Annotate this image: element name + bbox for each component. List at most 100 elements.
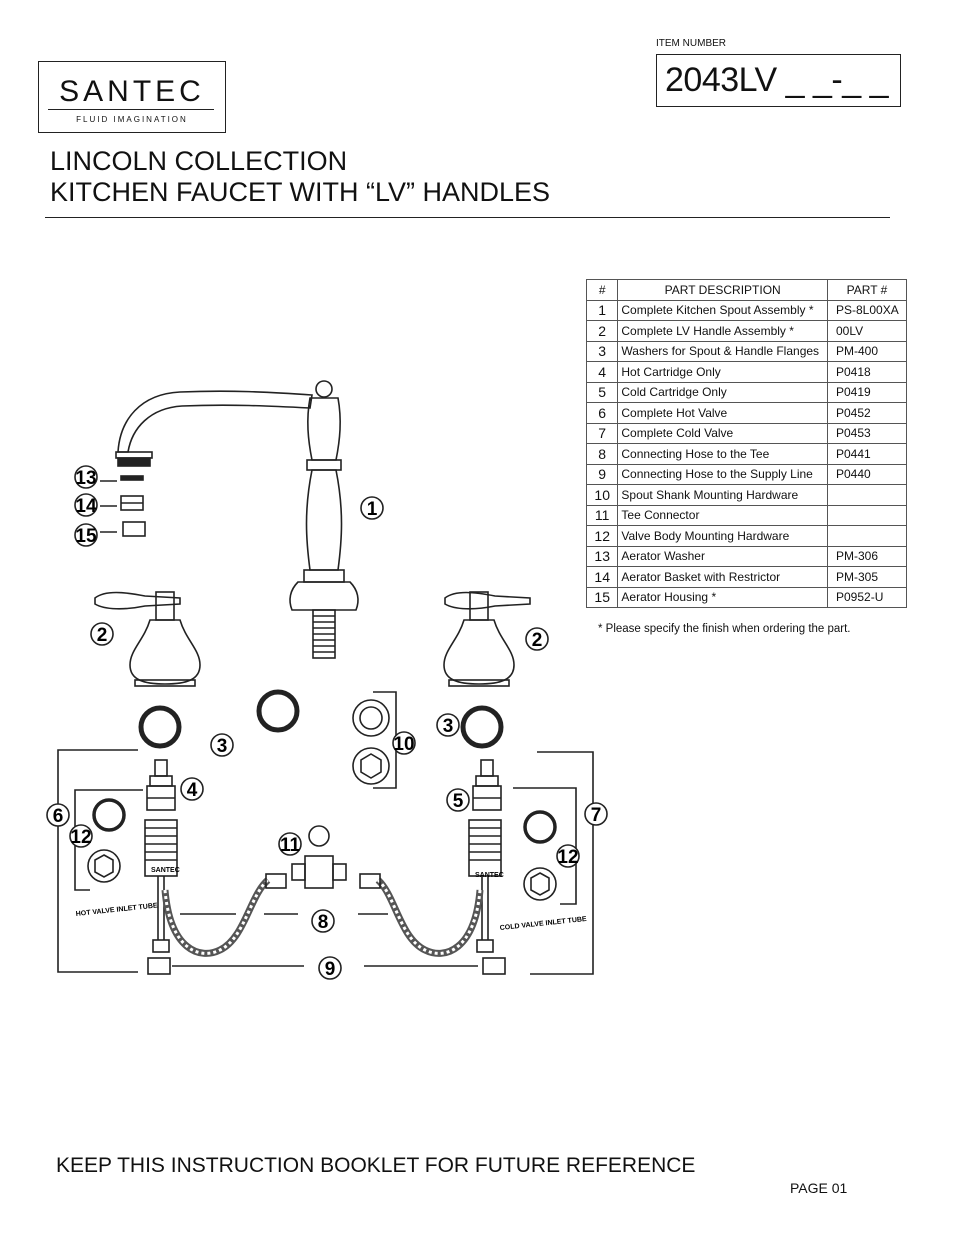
spout-column (307, 397, 341, 461)
aerator-washer-part (120, 475, 144, 481)
item-number-box: 2043LV _ _-_ _ (656, 54, 901, 107)
callout-13: 13 (74, 465, 98, 489)
bracket-cold-valve (530, 751, 594, 975)
callout-2: 2 (90, 622, 114, 646)
part-description: Aerator Basket with Restrictor (617, 566, 828, 588)
callout-10: 10 (392, 731, 416, 755)
callout-label: 8 (318, 912, 329, 933)
cold-hose (375, 877, 484, 957)
part-code: 00LV (827, 320, 907, 342)
callout-label: 5 (453, 791, 464, 812)
aerator-ring (115, 451, 153, 459)
item-number-value: 2043LV _ _-_ _ (665, 61, 889, 99)
part-number-index: 4 (585, 361, 619, 383)
callout-label: 4 (187, 780, 198, 801)
callout-9: 9 (318, 956, 342, 980)
callout-circle (210, 733, 234, 757)
part-description: Hot Cartridge Only (617, 361, 828, 383)
part-code: PM-400 (827, 340, 907, 362)
callout-label: 9 (325, 959, 336, 980)
hot-tube-label: HOT VALVE INLET TUBE (75, 902, 158, 918)
callout-label: 2 (97, 625, 108, 646)
logo-divider (48, 109, 214, 110)
part-code: P0441 (827, 443, 907, 465)
part-number-index: 14 (585, 566, 619, 588)
product-title: KITCHEN FAUCET WITH “LV” HANDLES (50, 177, 551, 207)
logo-wordmark: SANTEC (59, 75, 205, 108)
part-description: Complete LV Handle Assembly * (617, 320, 828, 342)
part-description: Spout Shank Mounting Hardware (617, 484, 828, 506)
bracket-hot-valve (57, 749, 138, 973)
hot-valve-nut (87, 849, 121, 883)
washer-left (138, 705, 182, 749)
item-number-label: ITEM NUMBER (656, 38, 726, 49)
washer-right (460, 705, 504, 749)
callout-label: 13 (75, 468, 96, 489)
callout-circle (311, 909, 335, 933)
callout-circle (180, 777, 204, 801)
part-description: Aerator Housing * (617, 586, 828, 608)
cold-valve-stamp: SANTEC (475, 872, 504, 879)
callout-label: 12 (557, 847, 578, 868)
part-code: P0952-U (827, 586, 907, 608)
callout-label: 2 (532, 630, 543, 651)
title-divider (45, 217, 890, 218)
footer-note: KEEP THIS INSTRUCTION BOOKLET FOR FUTURE… (56, 1154, 696, 1177)
callout-circle (69, 824, 93, 848)
cold-valve-washer (523, 810, 557, 844)
left-valve-bonnet (129, 619, 201, 685)
cold-cartridge (472, 759, 502, 811)
callout-circle (74, 493, 98, 517)
page-number: PAGE 01 (790, 1180, 848, 1196)
santec-logo: SANTEC FLUID IMAGINATION (38, 61, 226, 133)
callout-circle (90, 622, 114, 646)
callout-circle (278, 832, 302, 856)
washer-center (256, 689, 300, 733)
callout-label: 14 (75, 496, 97, 517)
part-description: Complete Kitchen Spout Assembly * (617, 299, 828, 321)
callout-label: 15 (75, 526, 97, 547)
hot-cartridge (146, 759, 176, 811)
callout-label: 3 (443, 716, 454, 737)
callout-circle (74, 523, 98, 547)
callout-5: 5 (446, 788, 470, 812)
callout-label: 11 (280, 835, 301, 856)
part-code: P0440 (827, 463, 907, 485)
callout-label: 1 (367, 499, 378, 520)
callout-circle (46, 803, 70, 827)
callout-label: 12 (70, 827, 91, 848)
cold-tube-label: COLD VALVE INLET TUBE (499, 916, 587, 932)
part-number-index: 13 (585, 545, 619, 567)
callout-circle (446, 788, 470, 812)
callout-1: 1 (360, 496, 384, 520)
spout-body (117, 390, 313, 453)
aerator-housing-part (122, 521, 146, 537)
left-handle-lever (94, 591, 181, 610)
hot-hose (161, 877, 271, 957)
callout-circle (318, 956, 342, 980)
spout-mount-nut (352, 747, 390, 785)
callout-4: 4 (180, 777, 204, 801)
bracket-cold-hardware (513, 787, 577, 905)
spout-finial (315, 380, 333, 398)
hot-valve-washer (92, 798, 126, 832)
callout-label: 10 (393, 734, 414, 755)
callout-7: 7 (584, 802, 608, 826)
part-code: PM-305 (827, 566, 907, 588)
callout-12: 12 (69, 824, 93, 848)
callout-circle (392, 731, 416, 755)
cold-valve-body (468, 819, 506, 975)
diagram-artwork (57, 380, 594, 975)
callout-circle (360, 496, 384, 520)
callout-2: 2 (525, 627, 549, 651)
spout-flange (289, 581, 359, 611)
